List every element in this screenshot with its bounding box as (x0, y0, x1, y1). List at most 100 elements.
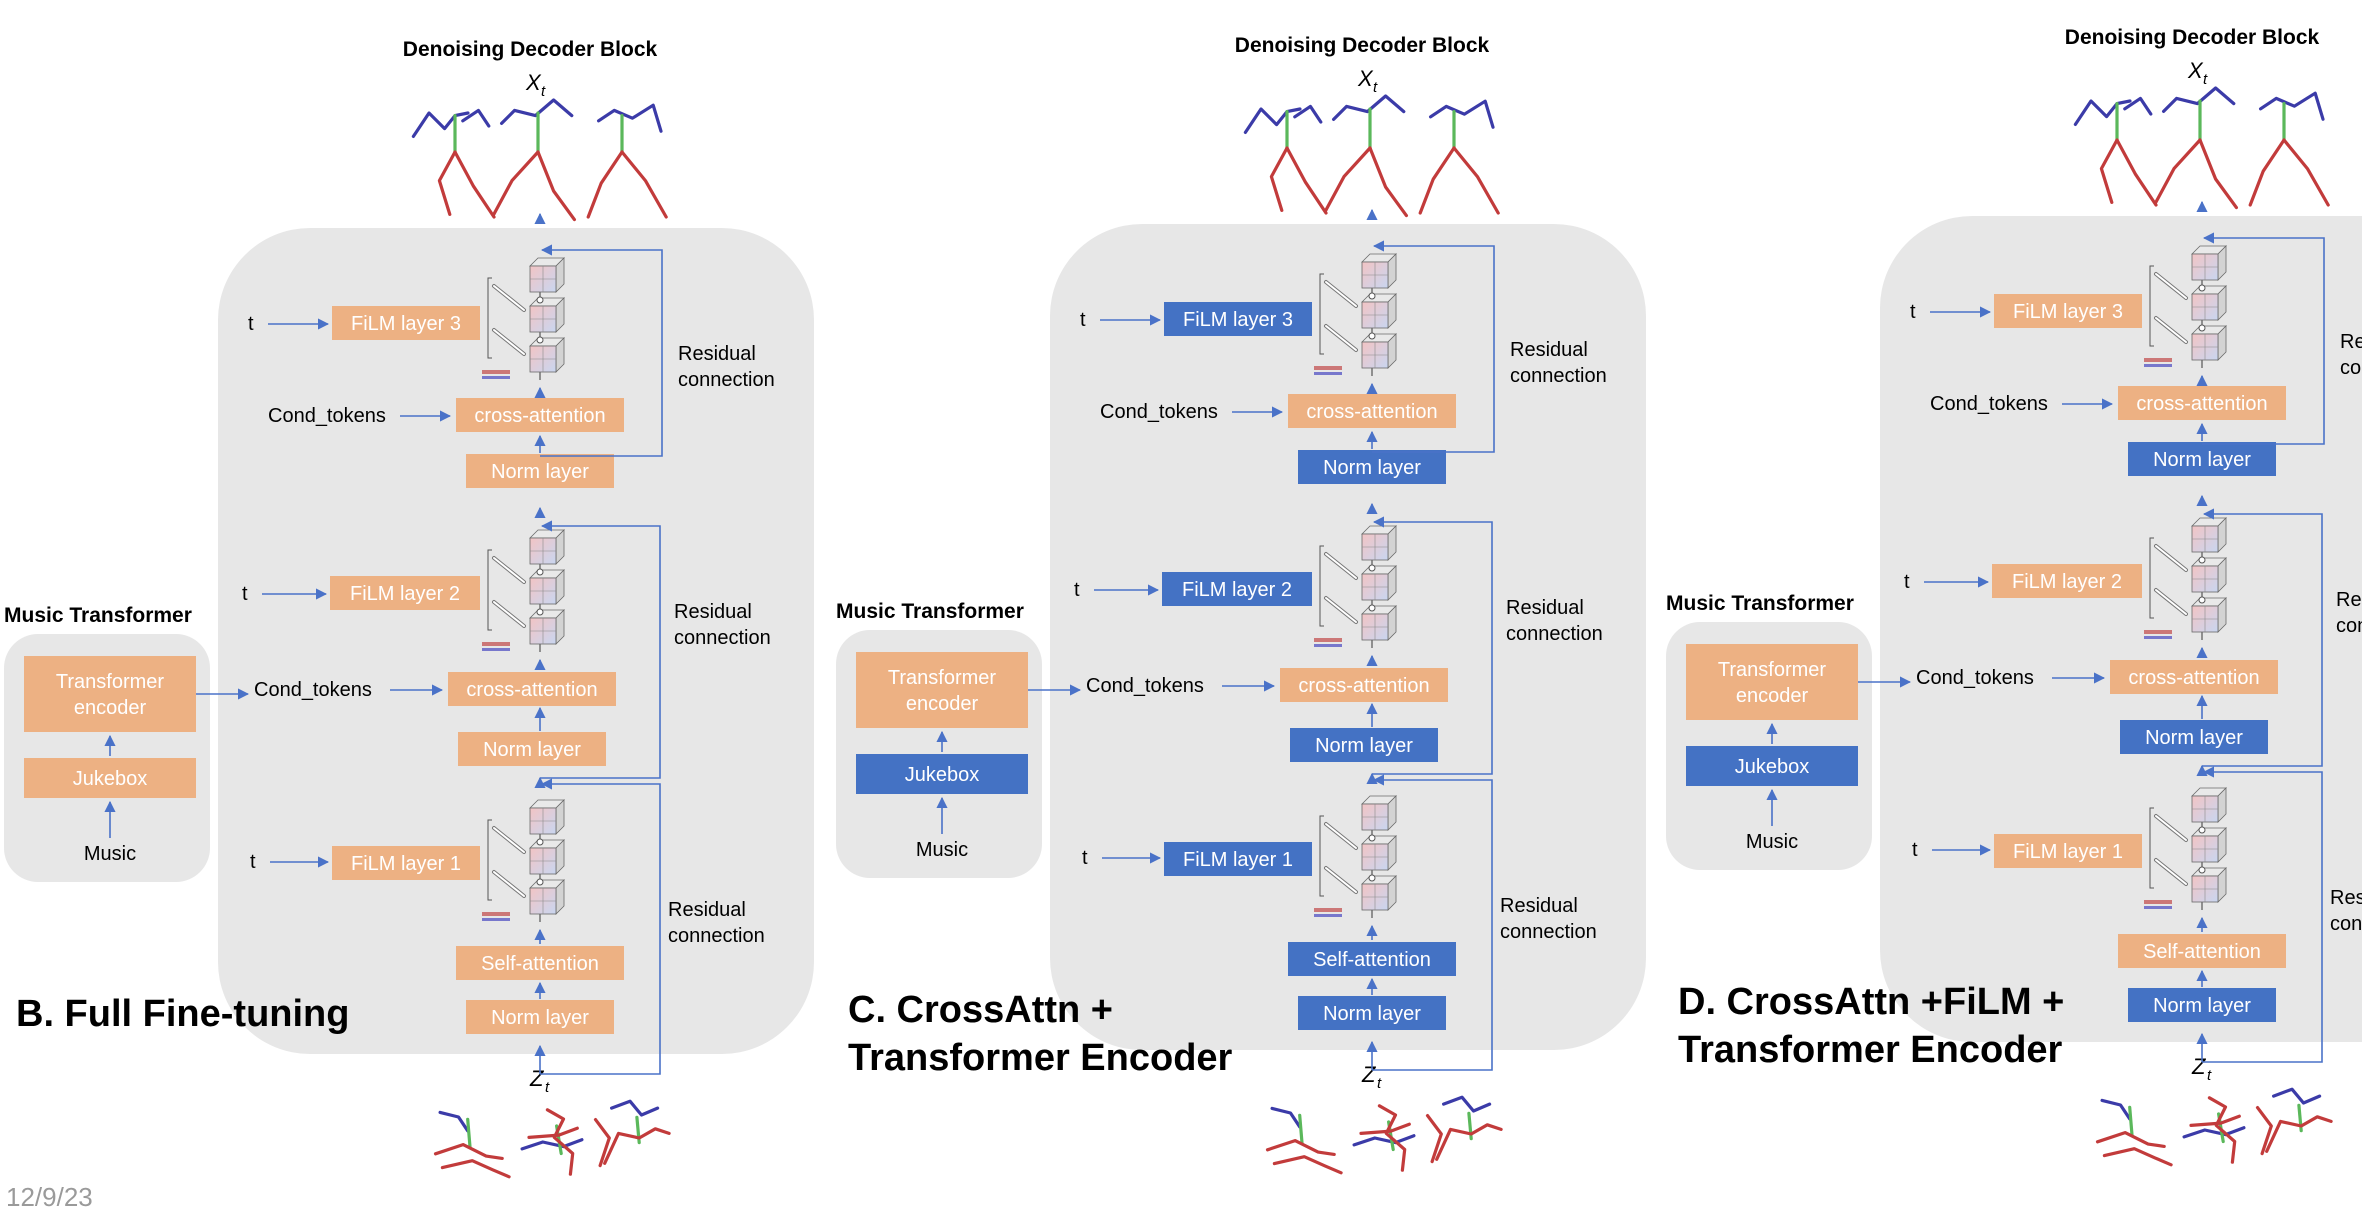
transformer-encoder-bg (1686, 644, 1858, 720)
film-glyph-l2 (482, 529, 565, 652)
norm-layer-l3: Norm layer (1298, 450, 1446, 484)
input-pose-figure (2095, 1098, 2173, 1167)
residual-connection-l2-label-l2: connection (1506, 623, 1603, 645)
film-layer-2-label: FiLM layer 2 (2012, 571, 2122, 593)
film-glyph-l1-cube (1361, 795, 1397, 831)
cross-attention-l3: cross-attention (2118, 386, 2286, 420)
film-layer-2-bg (1162, 572, 1312, 606)
cross-attention-l2: cross-attention (448, 672, 616, 706)
t-label-l3: t (1080, 309, 1086, 331)
film-glyph-l2-cube (529, 569, 565, 605)
cross-attention-l3-label: cross-attention (474, 405, 605, 427)
residual-connection-l1 (2202, 766, 2323, 1063)
residual-connection-l2-label-l2: connection (674, 627, 771, 649)
cross-attention-l2: cross-attention (1280, 668, 1448, 702)
residual-connection-l2-label: Residual connection (1506, 597, 1603, 645)
jukebox-box-label: Jukebox (1735, 756, 1810, 778)
self-attention-l1: Self-attention (456, 946, 624, 980)
transformer-encoder-label-l2: encoder (74, 697, 147, 719)
music-transformer-title: Music Transformer (1666, 592, 1854, 615)
transformer-encoder-label-l1: Transformer (56, 671, 165, 693)
xt-label-main: X (1357, 66, 1374, 91)
film-glyph-l3-cube (1361, 253, 1397, 289)
output-pose-figure (1418, 99, 1500, 215)
norm-layer-l3: Norm layer (2128, 442, 2276, 476)
cond-tokens-label-l2: Cond_tokens (254, 679, 372, 701)
input-pose-figure (520, 1108, 584, 1176)
norm-layer-l2: Norm layer (458, 732, 606, 766)
cross-attention-l3-bg (2118, 386, 2286, 420)
norm-layer-l1-label: Norm layer (491, 1007, 589, 1029)
film-glyph-l3-cube (2191, 285, 2227, 321)
film-layer-3: FiLM layer 3 (1164, 302, 1312, 336)
cross-attention-l2-label: cross-attention (2128, 667, 2259, 689)
residual-connection-l1 (540, 778, 661, 1075)
cross-attention-l2-label: cross-attention (466, 679, 597, 701)
residual-connection-l2-label-l1: Residual (1506, 597, 1584, 619)
jukebox-box-label: Jukebox (905, 764, 980, 786)
decoder-title: Denoising Decoder Block (2065, 26, 2320, 49)
t-label-l3: t (248, 313, 254, 335)
cond-tokens-label-l3: Cond_tokens (1930, 393, 2048, 415)
self-attention-l1-bg (2118, 934, 2286, 968)
film-layer-2: FiLM layer 2 (1992, 564, 2142, 598)
film-layer-1-bg (1994, 834, 2142, 868)
residual-connection-l3-label-l2: connection (2340, 357, 2362, 379)
film-layer-1: FiLM layer 1 (332, 846, 480, 880)
film-glyph-l2 (1314, 525, 1397, 648)
residual-connection-l3-label-l2: connection (1510, 365, 1607, 387)
film-glyph-l1 (1314, 795, 1397, 918)
film-glyph-l2-cube (1361, 525, 1397, 561)
norm-layer-l1: Norm layer (466, 1000, 614, 1034)
xt-label-sub: t (1373, 79, 1378, 96)
output-pose-figure (1243, 104, 1328, 215)
self-attention-l1-bg (456, 946, 624, 980)
residual-connection-l1-label-l1: Residual (668, 899, 746, 921)
xt-label-sub: t (541, 83, 546, 100)
norm-layer-l1-label: Norm layer (1323, 1003, 1421, 1025)
film-layer-1-bg (332, 846, 480, 880)
self-attention-l1-label: Self-attention (2143, 941, 2261, 963)
norm-layer-l2: Norm layer (2120, 720, 2268, 754)
input-pose-figure (1425, 1095, 1503, 1164)
cross-attention-l2-bg (448, 672, 616, 706)
music-transformer-title: Music Transformer (4, 604, 192, 627)
norm-layer-l2: Norm layer (1290, 728, 1438, 762)
film-glyph-l2-cube (1361, 565, 1397, 601)
film-glyph-l2-cube (2191, 597, 2227, 633)
film-glyph-l3 (482, 257, 565, 380)
music-label: Music (84, 843, 136, 865)
film-layer-3: FiLM layer 3 (1994, 294, 2142, 328)
film-glyph-l1-cube (529, 879, 565, 915)
film-glyph-l3-cube (2191, 245, 2227, 281)
input-pose-figure (1265, 1106, 1343, 1175)
norm-layer-l1-label: Norm layer (2153, 995, 2251, 1017)
decoder-title: Denoising Decoder Block (1235, 34, 1490, 57)
film-layer-3-label: FiLM layer 3 (1183, 309, 1293, 331)
norm-layer-l1-bg (1298, 996, 1446, 1030)
norm-layer-l2-bg (1290, 728, 1438, 762)
output-pose-figure (2248, 91, 2330, 207)
music-transformer-title: Music Transformer (836, 600, 1024, 623)
film-layer-3-bg (1994, 294, 2142, 328)
self-attention-l1-label: Self-attention (1313, 949, 1431, 971)
norm-layer-l3: Norm layer (466, 454, 614, 488)
residual-connection-l2 (1372, 516, 1493, 775)
norm-layer-l2-label: Norm layer (2145, 727, 2243, 749)
residual-connection-l3-label-l1: Residual (678, 343, 756, 365)
film-layer-1: FiLM layer 1 (1994, 834, 2142, 868)
decoder-container (1880, 216, 2362, 1042)
film-glyph-l1-cube (2191, 787, 2227, 823)
norm-layer-l3-label: Norm layer (1323, 457, 1421, 479)
cond-tokens-label-l3: Cond_tokens (268, 405, 386, 427)
music-label: Music (1746, 831, 1798, 853)
film-layer-1-bg (1164, 842, 1312, 876)
norm-layer-l1: Norm layer (2128, 988, 2276, 1022)
